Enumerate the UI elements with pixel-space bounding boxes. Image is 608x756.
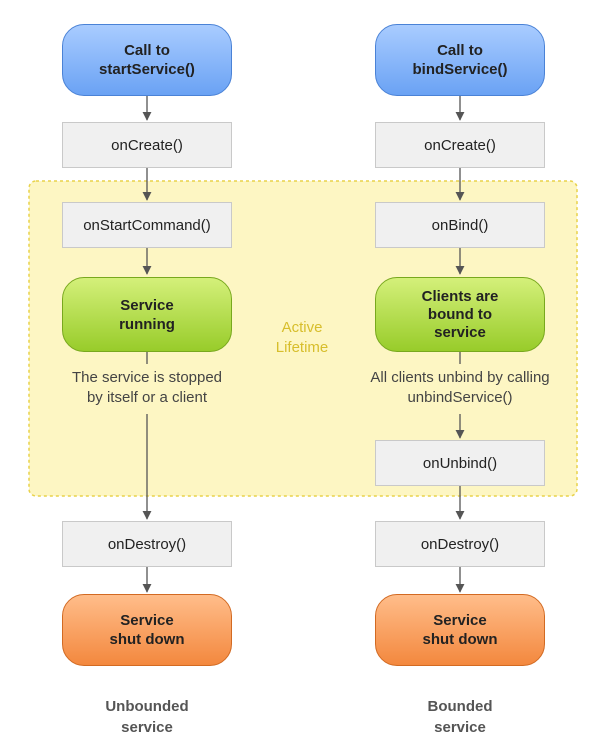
ondestroy-label-unbounded: onDestroy() — [107, 535, 187, 553]
service-shut-down-node-bounded: Service shut down — [375, 594, 545, 666]
oncreate-box-unbounded: onCreate() — [62, 122, 232, 168]
oncreate-box-bounded: onCreate() — [375, 122, 545, 168]
service-stopped-note: The service is stopped by itself or a cl… — [71, 369, 223, 406]
onbind-box: onBind() — [375, 202, 545, 248]
call-bind-service-node: Call to bindService() — [375, 24, 545, 96]
clients-bound-label: Clients are bound to service — [421, 287, 499, 341]
oncreate-label-bounded: onCreate() — [424, 136, 496, 154]
onunbind-box: onUnbind() — [375, 440, 545, 486]
ondestroy-label-bounded: onDestroy() — [420, 535, 500, 553]
ondestroy-box-unbounded: onDestroy() — [62, 521, 232, 567]
unbounded-service-footer: Unbounded service — [105, 698, 189, 736]
call-start-service-node: Call to startService() — [62, 24, 232, 96]
onbind-label: onBind() — [431, 216, 489, 234]
service-running-label: Service running — [119, 296, 175, 333]
clients-unbind-note: All clients unbind by calling unbindServ… — [370, 369, 550, 406]
ondestroy-box-bounded: onDestroy() — [375, 521, 545, 567]
onstartcommand-label: onStartCommand() — [83, 216, 211, 234]
service-shut-down-label-unbounded: Service shut down — [109, 612, 185, 648]
active-lifetime-region — [28, 180, 578, 497]
service-shut-down-node-unbounded: Service shut down — [62, 594, 232, 666]
clients-bound-node: Clients are bound to service — [375, 277, 545, 352]
onstartcommand-box: onStartCommand() — [62, 202, 232, 248]
call-bind-service-label: Call to bindService() — [412, 42, 508, 78]
bounded-service-footer: Bounded service — [427, 698, 493, 736]
service-shut-down-label-bounded: Service shut down — [422, 612, 498, 648]
onunbind-label: onUnbind() — [422, 454, 498, 472]
active-lifetime-label: Active Lifetime — [275, 319, 329, 356]
oncreate-label-unbounded: onCreate() — [111, 136, 183, 154]
service-running-node: Service running — [62, 277, 232, 352]
call-start-service-label: Call to startService() — [99, 42, 195, 78]
